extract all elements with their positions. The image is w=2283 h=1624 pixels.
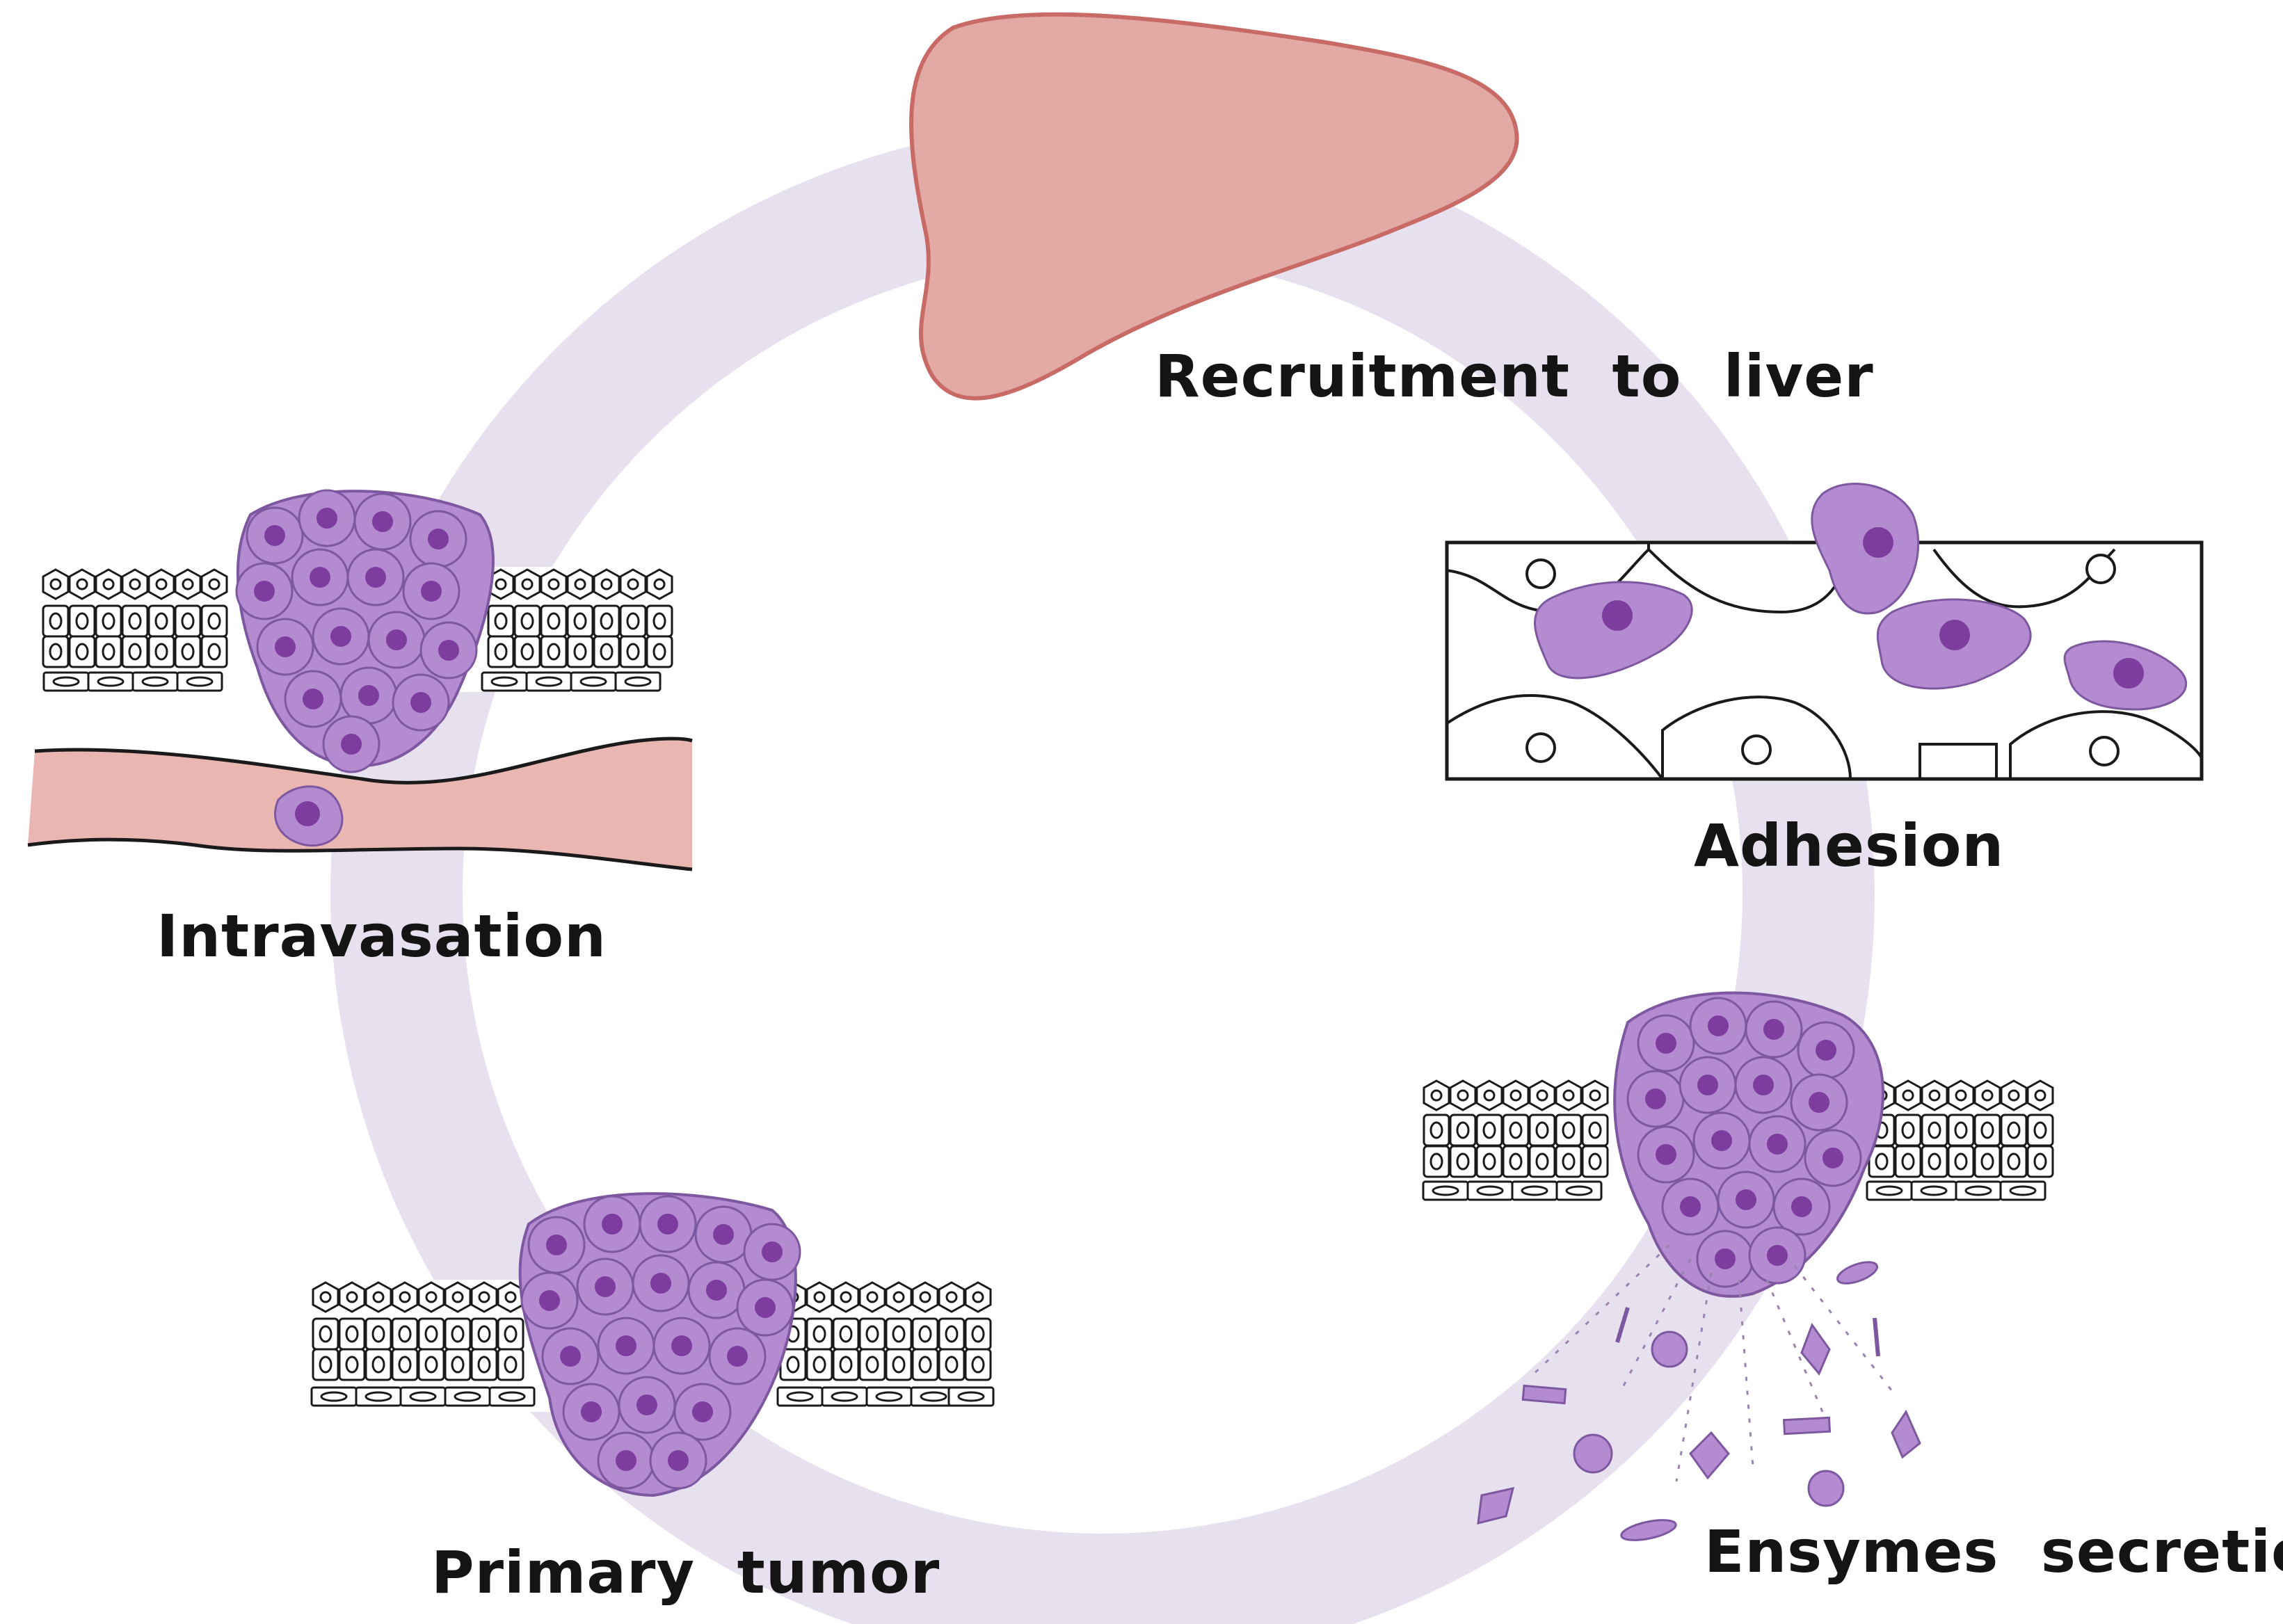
primary-tumor-icon (306, 1192, 995, 1497)
stage-label-intravasation: Intravasation (157, 902, 607, 970)
stage-recruitment: Recruitment to liver (909, 12, 1874, 410)
adhesion-tissue-icon (1445, 483, 2204, 781)
intravasation-icon (27, 489, 693, 871)
tumor-mass (235, 489, 495, 773)
stage-label-enzymes: Ensymes secretion (1704, 1518, 2283, 1586)
tumor-mass (518, 1192, 801, 1497)
stage-primary: Primary tumor (306, 1192, 995, 1607)
blood-vessel (28, 739, 692, 869)
stage-enzymes: Ensymes secretion (1419, 991, 2283, 1586)
stage-intravasation: Intravasation (27, 489, 693, 970)
stage-label-primary: Primary tumor (431, 1538, 940, 1607)
liver-icon (909, 12, 1519, 401)
stage-label-adhesion: Adhesion (1694, 812, 2004, 880)
enzyme-secretion-icon (1419, 991, 2066, 1541)
stage-label-recruitment: Recruitment to liver (1155, 342, 1874, 410)
tumor-mass (1613, 991, 1884, 1298)
stage-adhesion: Adhesion (1445, 483, 2204, 880)
